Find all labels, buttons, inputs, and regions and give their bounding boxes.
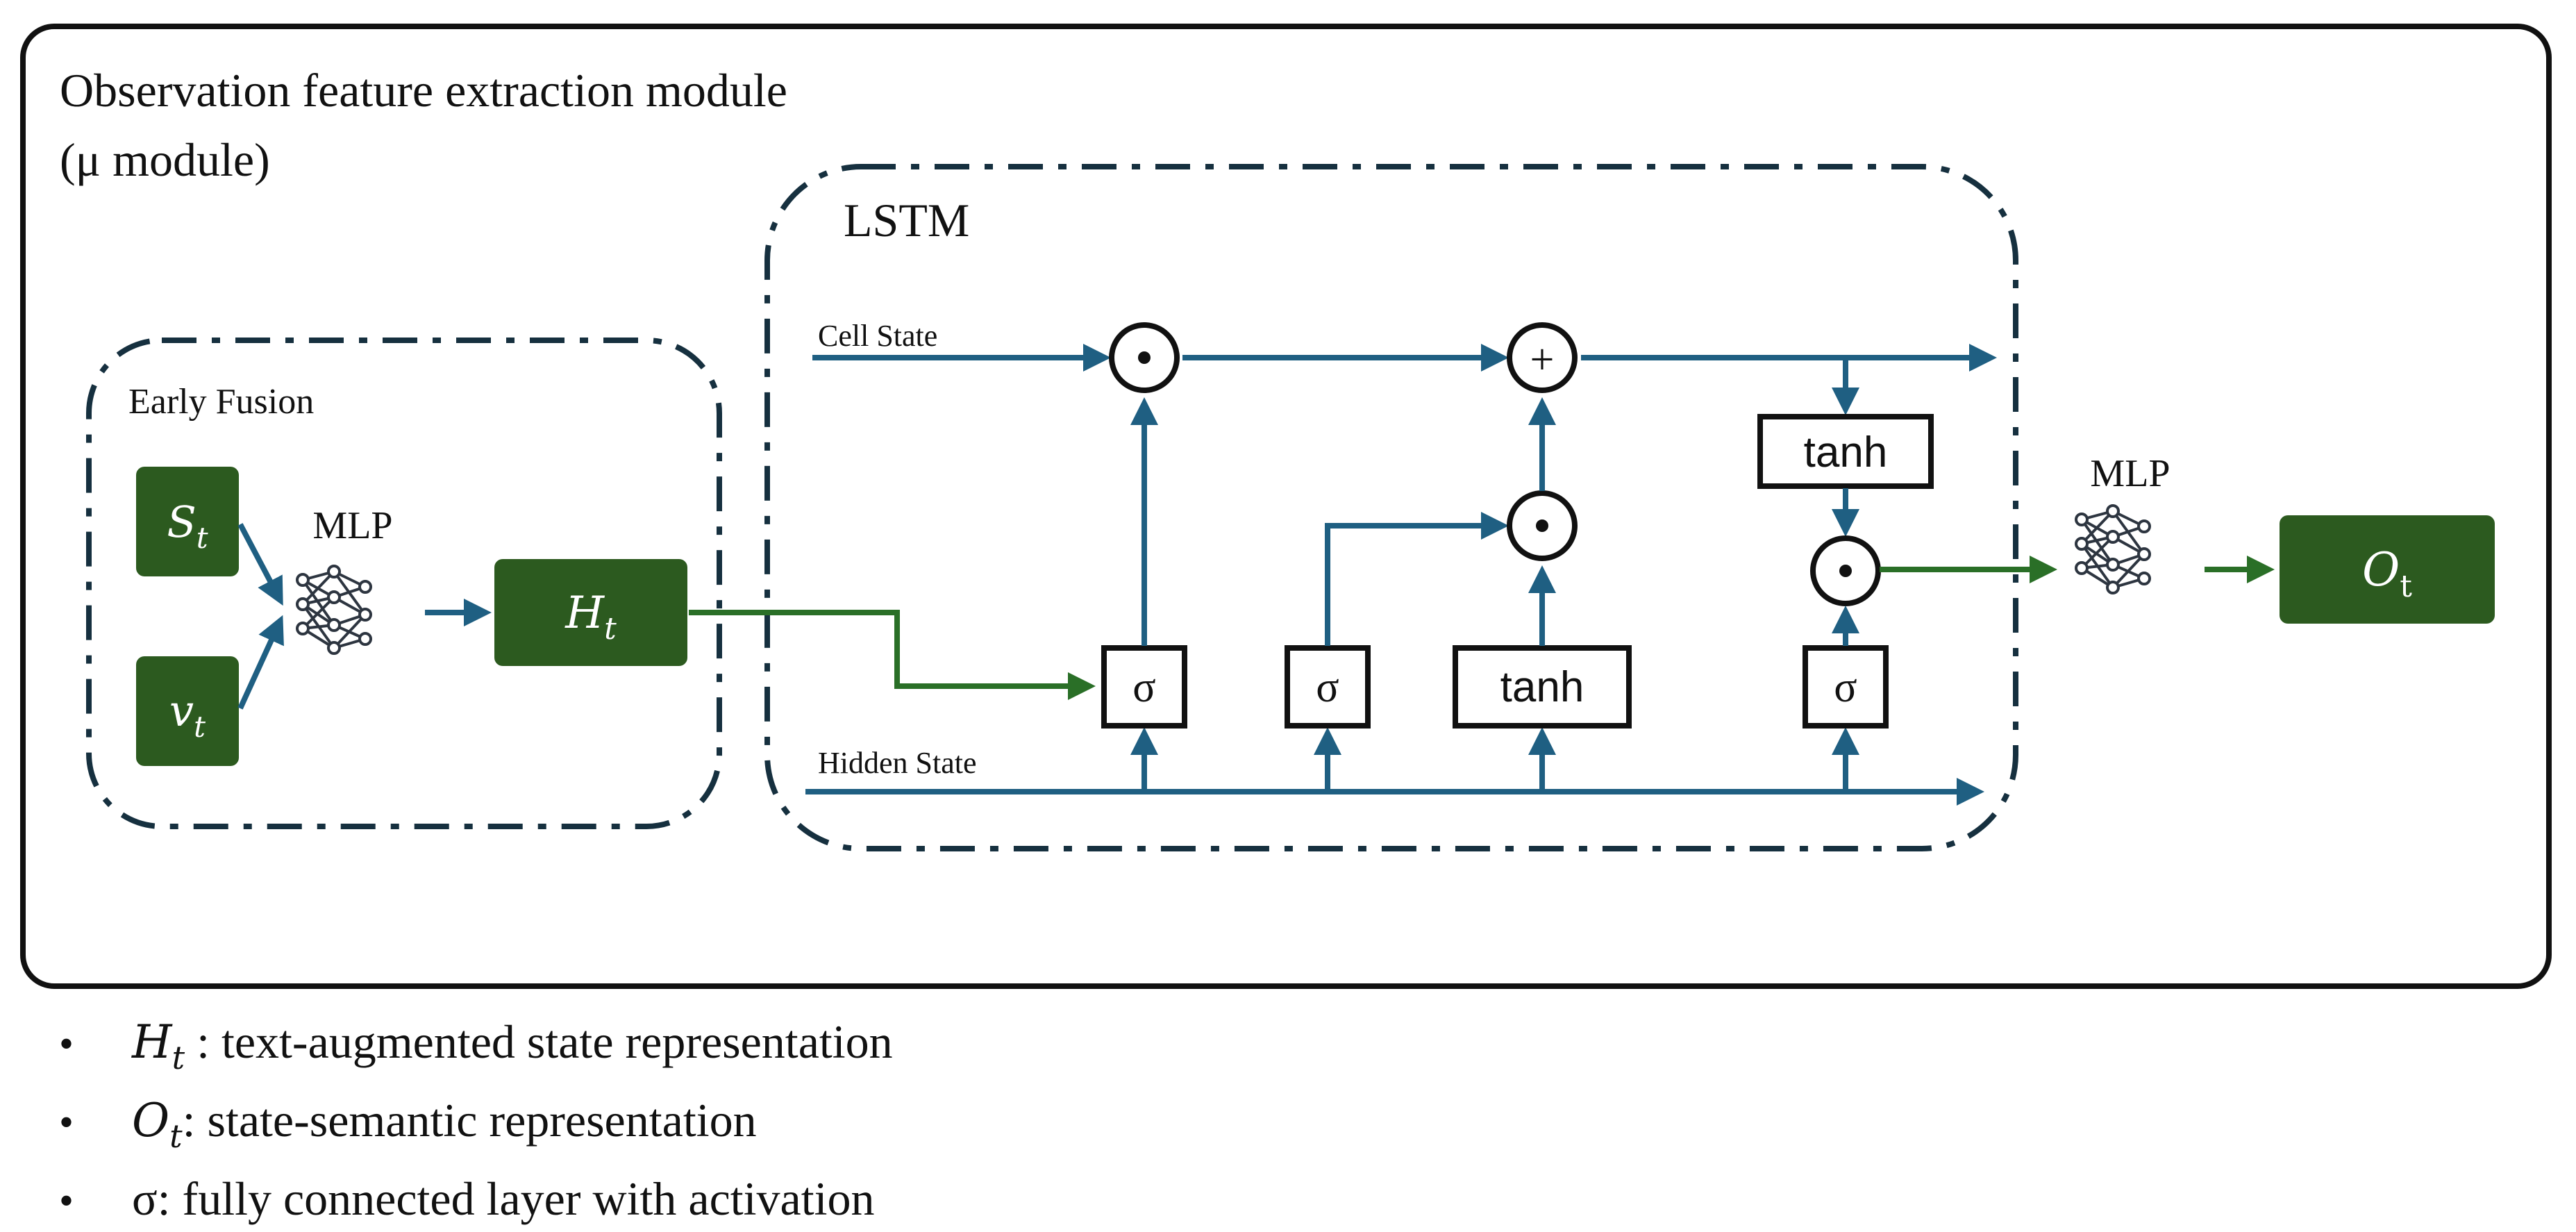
neural-network-icon (296, 565, 372, 655)
input-gate-label: σ (1316, 664, 1339, 711)
legend-symbol-sigma: σ (132, 1172, 158, 1226)
early-fusion-box (86, 338, 722, 829)
input-v-box (136, 656, 239, 766)
candidate-gate-box (1453, 645, 1632, 729)
forget-multiply-dot (1138, 351, 1151, 364)
legend-item-o: • Ot : state-semantic representation (59, 1089, 893, 1167)
output-box (2280, 515, 2495, 624)
hidden-state-label: Hidden State (818, 746, 977, 780)
cell-add-op (1507, 322, 1578, 393)
arrow-v-to-mlp (237, 615, 284, 710)
input-s-box (136, 467, 239, 576)
input-to-multiply (1325, 512, 1509, 646)
legend-item-sigma: • σ : fully connected layer with activat… (59, 1167, 893, 1232)
lstm-label: LSTM (844, 194, 969, 247)
legend: • Ht : text-augmented state representati… (59, 1010, 893, 1232)
early-fusion-mlp-label: MLP (312, 504, 392, 547)
input-s-label: St (167, 497, 208, 555)
candidate-gate-label: tanh (1500, 663, 1584, 711)
legend-text-h: : text-augmented state representation (185, 1015, 893, 1068)
h-box (494, 559, 687, 666)
legend-symbol-o: Ot (132, 1094, 183, 1156)
forget-gate-box (1101, 645, 1187, 729)
output-neural-network-icon (2075, 504, 2151, 594)
legend-symbol-h: Ht (132, 1015, 185, 1077)
early-fusion-label: Early Fusion (128, 382, 314, 422)
bullet-icon: • (59, 1021, 74, 1067)
cell-tanh-label: tanh (1804, 428, 1888, 476)
output-label: Ot (2362, 543, 2412, 604)
input-multiply-dot (1536, 519, 1548, 532)
output-gate-label: σ (1834, 664, 1857, 711)
bullet-icon: • (59, 1099, 74, 1146)
h-label: Ht (564, 588, 617, 647)
legend-item-h: • Ht : text-augmented state representati… (59, 1010, 893, 1089)
input-v-label: vt (169, 685, 206, 744)
module-title-line1: Observation feature extraction module (60, 64, 787, 117)
lstm-box (764, 164, 2018, 851)
output-mlp-label: MLP (2090, 452, 2170, 495)
module-title-line2: (μ module) (60, 133, 270, 186)
cell-state-label: Cell State (818, 319, 937, 353)
arrow-s-to-mlp (237, 523, 283, 606)
input-gate-box (1285, 645, 1371, 729)
cell-tanh-box (1757, 414, 1934, 489)
forget-gate-label: σ (1132, 664, 1155, 711)
output-multiply-dot (1839, 565, 1852, 577)
h-to-lstm-arrow (689, 610, 1096, 700)
output-gate-box (1803, 645, 1889, 729)
module-border (20, 24, 2552, 989)
legend-text-o: : state-semantic representation (182, 1094, 757, 1147)
legend-text-sigma: : fully connected layer with activation (157, 1172, 875, 1226)
cell-add-symbol: + (1530, 336, 1555, 383)
bullet-icon: • (59, 1178, 74, 1224)
